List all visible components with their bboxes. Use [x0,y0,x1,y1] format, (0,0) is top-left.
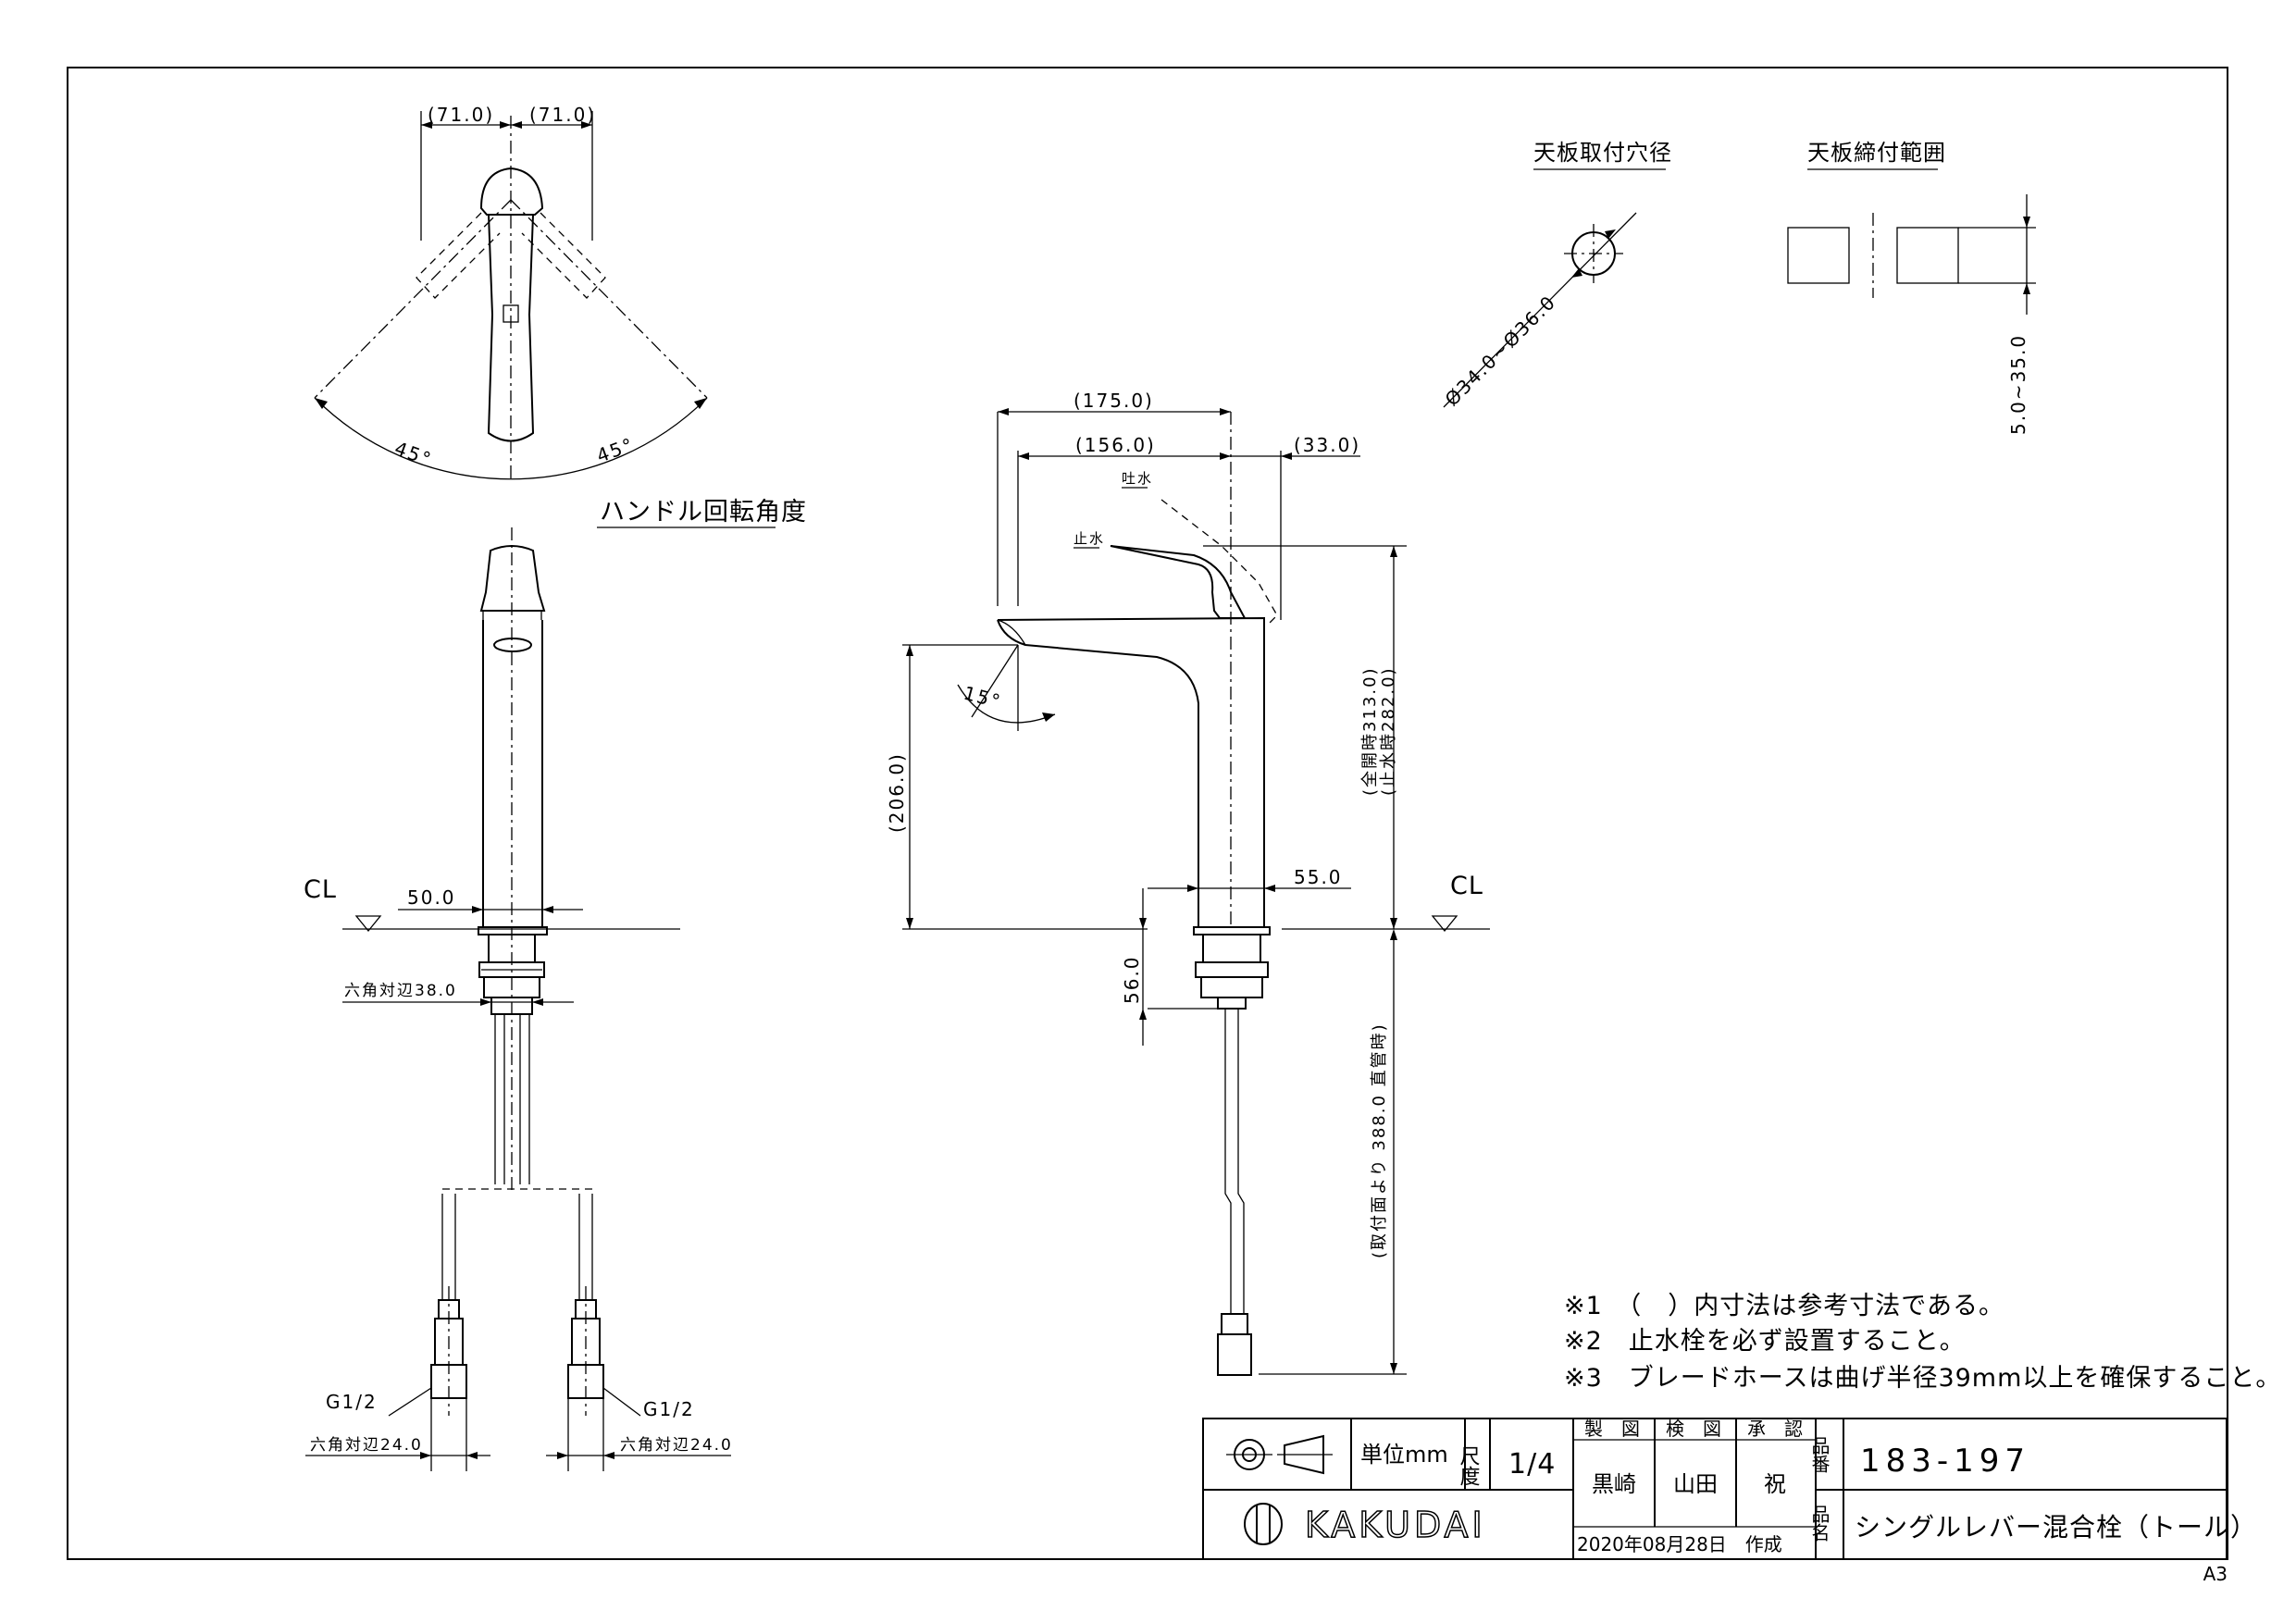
hex-38: 六角対辺38.0 [344,982,457,1000]
checked-label: 検 図 [1666,1418,1721,1440]
note-1: ※1 （ ）内寸法は参考寸法である。 [1564,1292,2004,1320]
g-left: G1/2 [326,1391,378,1413]
note-3: ※3 ブレードホースは曲げ半径39mm以上を確保すること。 [1564,1364,2281,1393]
cl-label-front: CL [304,875,337,904]
dim-156: (156.0) [1075,434,1156,456]
thickness-dim: 5.0~35.0 [2007,334,2029,435]
made-label: 製 図 [1584,1418,1640,1440]
top-view: (71.0) (71.0) 45° 45° ハンドル回転角度 [314,104,807,528]
approved-label: 承 認 [1747,1418,1803,1440]
dim-55: 55.0 [1294,866,1343,888]
sheet-border [67,67,2228,1560]
scale-value: 1/4 [1508,1448,1556,1481]
hex-24-left: 六角対辺24.0 [310,1436,423,1455]
dim-282: (止水時282.0) [1379,666,1398,796]
dim-56: 56.0 [1121,955,1143,1004]
thickness-detail: 天板締付範囲 5.0~35.0 [1787,140,2036,435]
dim-50: 50.0 [407,886,456,909]
dim-33: (33.0) [1294,434,1360,456]
part-name-label: 品名 [1808,1505,1831,1542]
angle-15: 15° [962,682,1004,713]
handle-rotation-caption: ハンドル回転角度 [600,498,807,527]
spout-label: 吐水 [1122,470,1153,487]
checked-by: 山田 [1673,1471,1718,1497]
part-no: 183-197 [1860,1443,2030,1480]
dim-175: (175.0) [1074,390,1154,412]
notes: ※1 （ ）内寸法は参考寸法である。 ※2 止水栓を必ず設置すること。 ※3 ブ… [1564,1292,2281,1393]
dim-71-left: (71.0) [428,104,494,126]
brand-text: KAKUDAI [1305,1505,1486,1545]
approved-by: 祝 [1764,1471,1786,1497]
front-view: CL 50.0 六角対辺38.0 G1/2 [304,527,733,1471]
angle-left: 45° [391,437,435,471]
thickness-detail-title: 天板締付範囲 [1807,140,1946,166]
side-view: (175.0) (156.0) (33.0) 吐水 止水 15° (206.0) [886,390,1490,1376]
part-name: シングルレバー混合栓（トール） [1855,1512,2257,1542]
dim-388: (取付面より 388.0 直管時) [1370,1022,1389,1258]
title-block: 単位mm 尺度 1/4 製 図 検 図 承 認 黒崎 山田 祝 2020年08月… [1202,1418,2257,1560]
date: 2020年08月28日 作成 [1577,1533,1782,1555]
note-2: ※2 止水栓を必ず設置すること。 [1564,1327,1966,1356]
hole-detail-title: 天板取付穴径 [1533,140,1672,166]
unit-label: 単位mm [1360,1442,1448,1468]
hole-dim: Ø34.0~Ø36.0 [1441,291,1561,411]
g-right: G1/2 [643,1398,695,1420]
hex-24-right: 六角対辺24.0 [620,1436,733,1455]
kakudai-logo: KAKUDAI [1244,1503,1486,1546]
dim-71-right: (71.0) [529,104,596,126]
cl-label-side: CL [1450,872,1483,900]
made-by: 黒崎 [1592,1471,1636,1497]
dim-206: (206.0) [886,752,908,833]
scale-label: 尺度 [1457,1445,1481,1486]
sheet-size: A3 [2203,1563,2228,1585]
stop-label: 止水 [1074,530,1105,547]
dim-313: (全開時313.0) [1360,666,1380,796]
part-no-label: 品番 [1808,1436,1831,1473]
angle-right: 45° [594,433,638,467]
hole-detail: 天板取付穴径 Ø34.0~Ø36.0 [1441,140,1672,411]
